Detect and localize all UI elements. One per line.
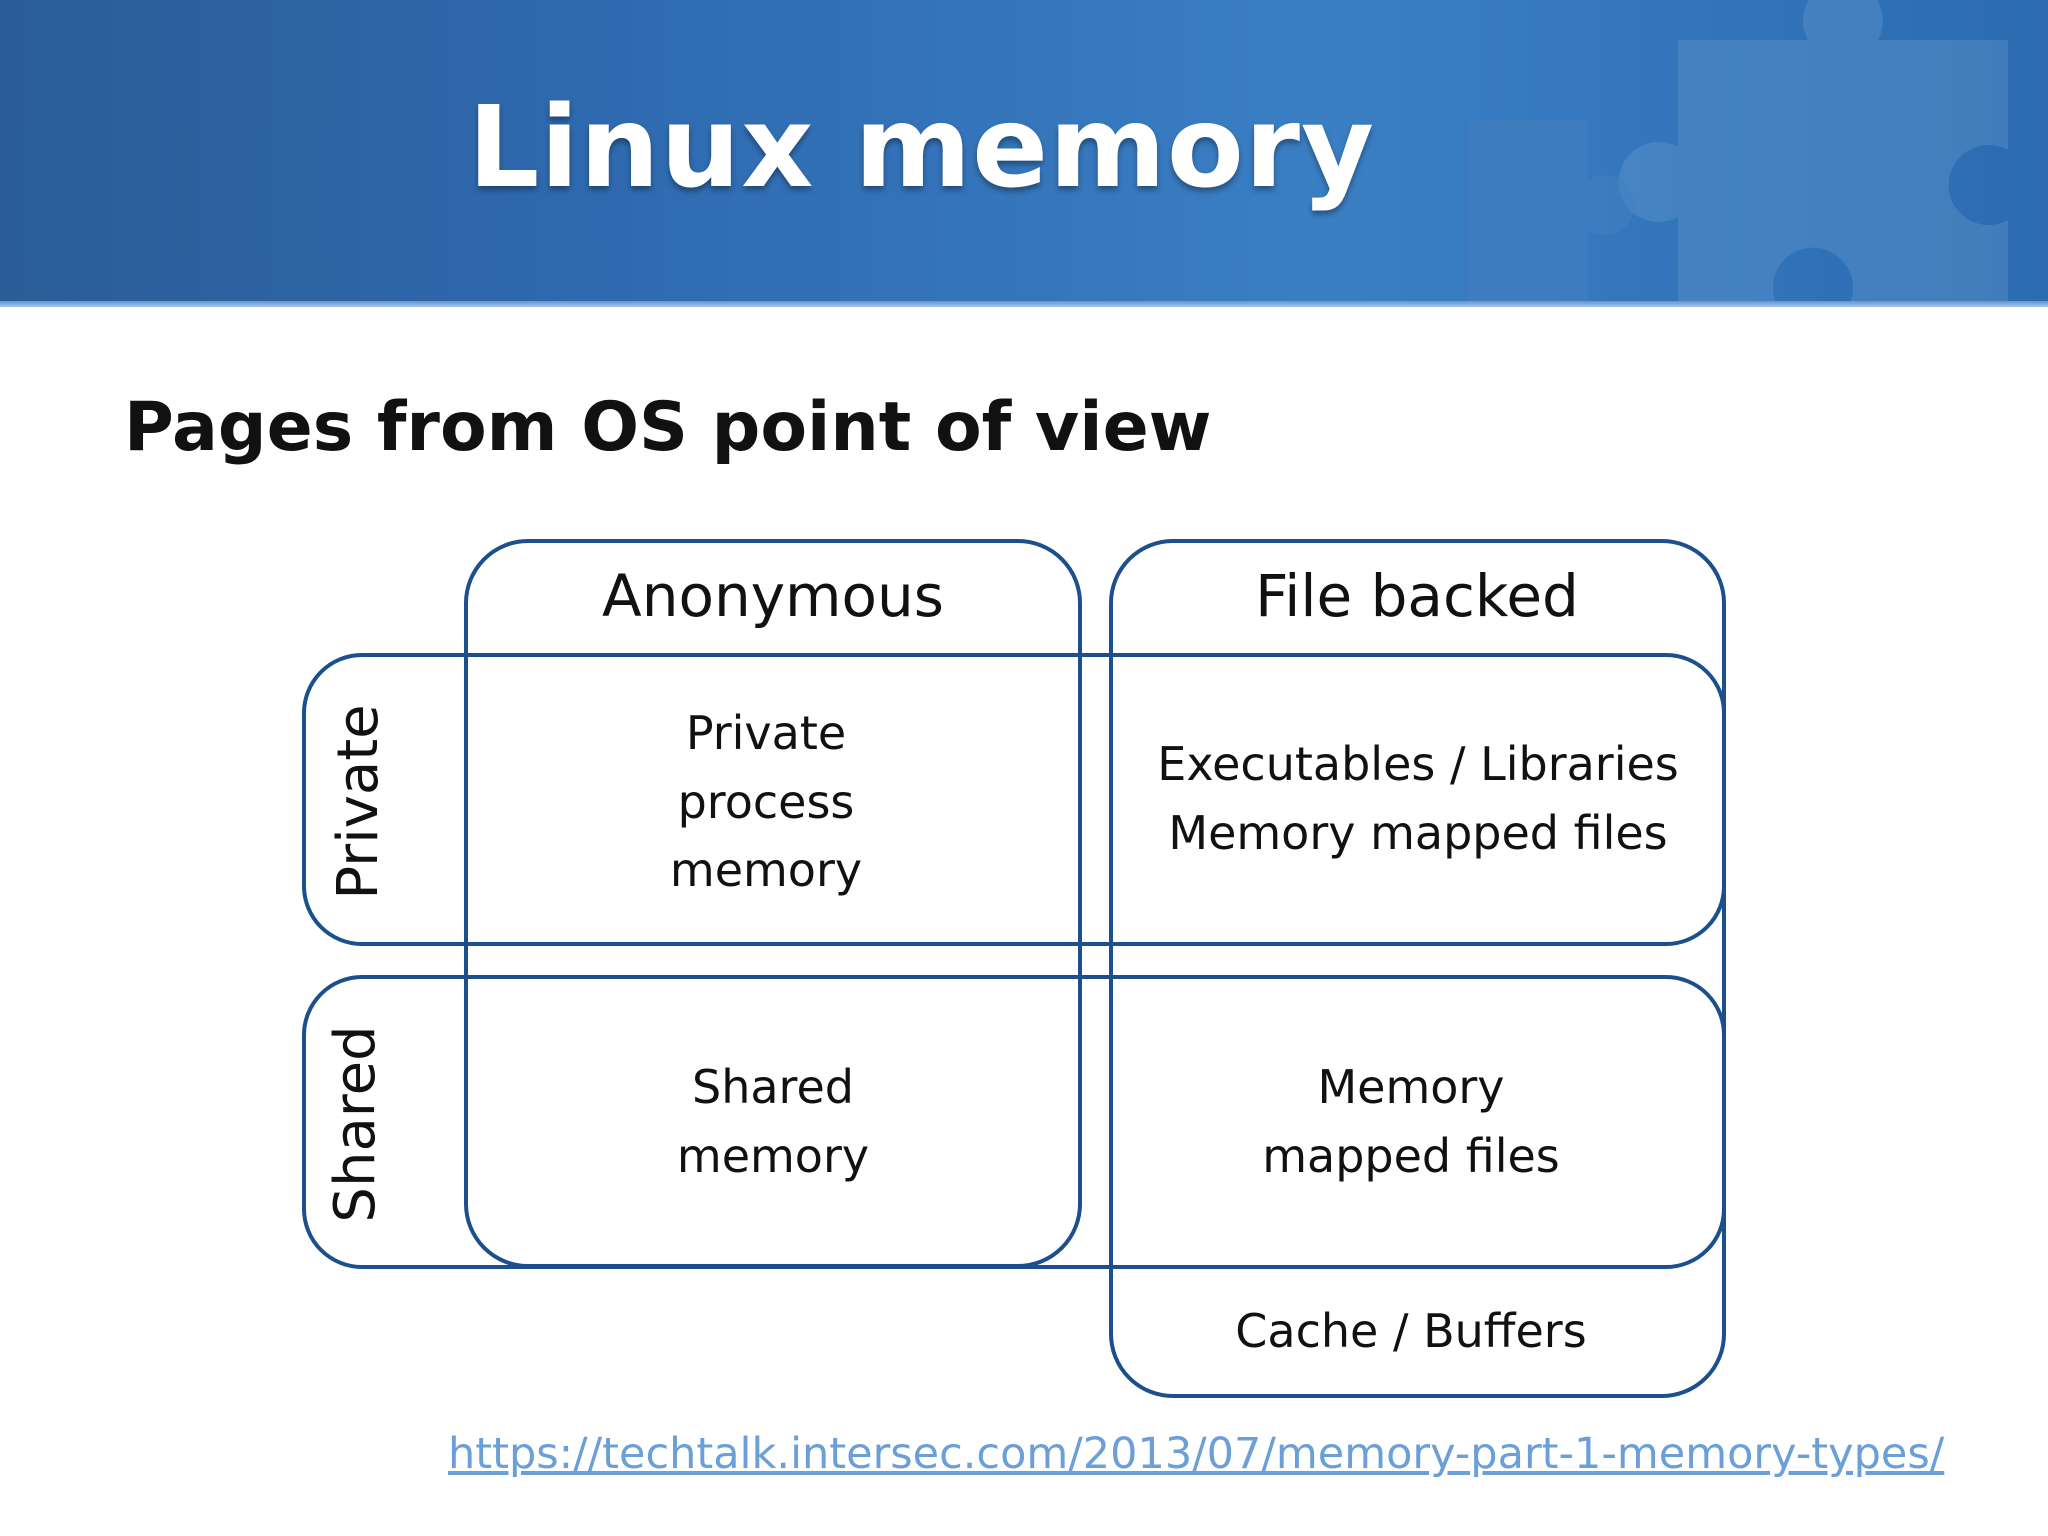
cell-shared-file-backed-line: Memory (1317, 1060, 1504, 1114)
private-row-box (302, 653, 1726, 946)
source-link[interactable]: https://techtalk.intersec.com/2013/07/me… (448, 1429, 1945, 1479)
shared-row-box (302, 975, 1726, 1269)
row-header-shared: Shared (323, 1025, 388, 1222)
slide-subtitle: Pages from OS point of view (124, 388, 1212, 467)
cell-shared-anonymous-line: memory (677, 1129, 869, 1183)
cell-private-anonymous-line: Private (686, 706, 846, 760)
column-header-file-backed: File backed (1255, 562, 1579, 630)
cell-cache-buffers: Cache / Buffers (1235, 1304, 1586, 1358)
row-header-private: Private (326, 704, 391, 899)
puzzle-piece-icon (1468, 0, 2008, 307)
slide-title: Linux memory (468, 83, 1376, 213)
cell-shared-anonymous-line: Shared (692, 1060, 854, 1114)
file-backed-column-box (1109, 539, 1726, 1398)
cell-shared-file-backed-line: mapped files (1262, 1129, 1560, 1183)
cell-private-file-backed-line: Executables / Libraries (1157, 737, 1679, 791)
cell-private-anonymous-line: process (678, 775, 855, 829)
column-header-anonymous: Anonymous (602, 562, 944, 630)
title-banner: Linux memory (0, 0, 2048, 307)
cell-private-anonymous-line: memory (670, 843, 862, 897)
cell-private-file-backed-line: Memory mapped files (1168, 806, 1667, 860)
